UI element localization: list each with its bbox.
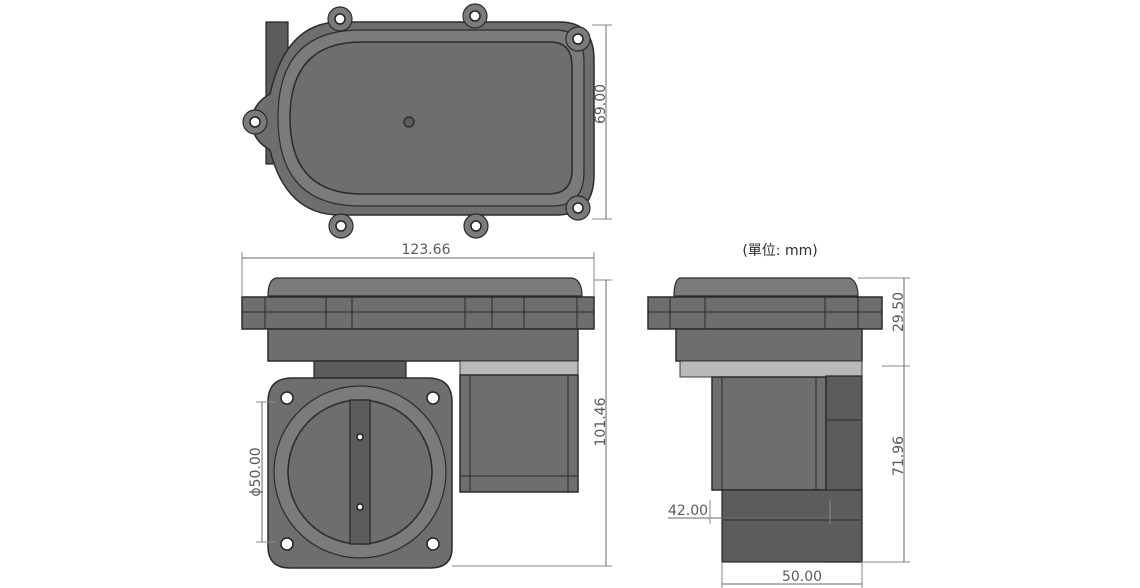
top-view-center-screw xyxy=(403,116,415,128)
front-view-body xyxy=(267,328,579,362)
side-view-motor xyxy=(711,376,827,491)
side-view: 29.50 71.96 42.00 50.00 xyxy=(647,277,910,588)
dim-side-lower-height: 71.96 xyxy=(891,436,907,476)
front-view-flange-holes xyxy=(280,391,440,551)
dim-side-top-height: 29.50 xyxy=(891,292,907,332)
top-view: 69.00 xyxy=(242,3,612,239)
side-view-band xyxy=(679,360,863,378)
dim-side-width: 50.00 xyxy=(782,569,822,585)
front-view-cap xyxy=(267,277,583,297)
top-view-mounting-holes xyxy=(242,3,591,239)
units-label: (單位: mm) xyxy=(742,243,817,259)
dim-front-width: 123.66 xyxy=(402,242,451,258)
front-view: 123.66 xyxy=(241,242,612,569)
front-view-band xyxy=(459,360,579,376)
side-view-flange-ribs xyxy=(648,297,882,329)
dim-front-height: 101.46 xyxy=(593,397,609,446)
front-view-throttle-shaft xyxy=(349,399,371,545)
front-view-motor xyxy=(459,374,579,493)
dim-top-height: 69.00 xyxy=(593,84,609,124)
top-view-cover xyxy=(289,41,573,195)
front-view-flange xyxy=(241,296,595,330)
side-view-body xyxy=(675,328,863,362)
dim-bore-diameter: ϕ50.00 xyxy=(248,447,264,496)
side-view-cap xyxy=(673,277,859,297)
side-view-flange xyxy=(647,296,883,330)
side-view-lower-block xyxy=(721,489,863,563)
dim-side-depth: 42.00 xyxy=(668,503,708,519)
front-view-flange-ribs xyxy=(242,297,594,329)
